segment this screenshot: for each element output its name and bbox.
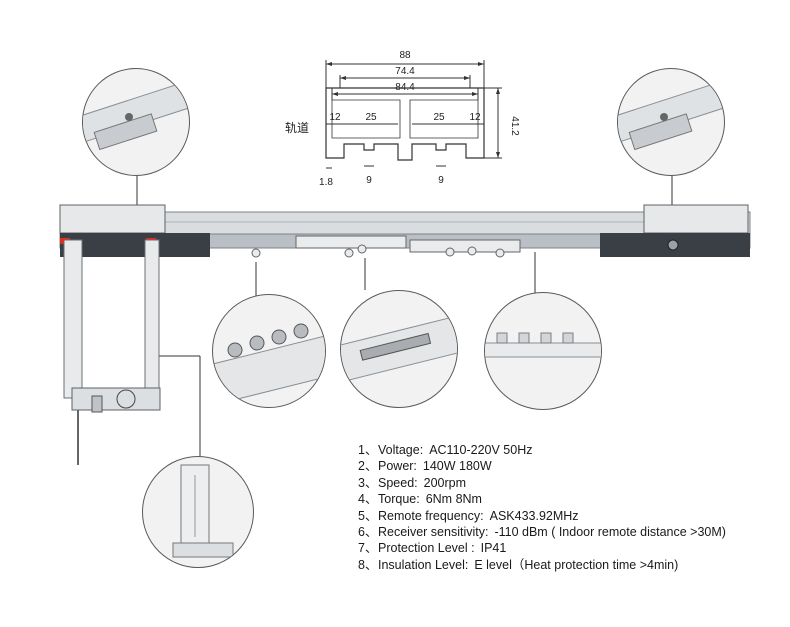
dim-right-slot: 9 [438, 175, 444, 186]
spec-number: 5、 [358, 508, 378, 523]
dim-left-margin: 12 [329, 112, 341, 123]
spec-number: 1、 [358, 443, 378, 457]
detail-runner-hooks [212, 294, 326, 408]
spec-value: 200rpm [423, 475, 467, 490]
spec-torque: 4、Torque: 6Nm 8Nm [358, 491, 726, 507]
spec-value: 140W 180W [422, 459, 492, 474]
spec-label: Protection Level : [378, 541, 475, 556]
detail-left-end-cap [82, 68, 190, 176]
spec-value: IP41 [480, 541, 507, 556]
spec-speed: 3、Speed: 200rpm [358, 475, 726, 491]
spec-insulation-level: 8、Insulation Level: E level（Heat protecti… [358, 557, 726, 573]
spec-number: 4、 [358, 492, 378, 507]
spec-power: 2、Power: 140W 180W [358, 458, 726, 474]
spec-number: 8、 [358, 557, 378, 572]
spec-value: -110 dBm ( Indoor remote distance >30M) [494, 525, 726, 540]
spec-value: AC110-220V 50Hz [429, 443, 533, 457]
spec-number: 6、 [358, 525, 378, 540]
spec-label: Remote frequency: [378, 508, 484, 523]
spec-label: Voltage: [378, 443, 424, 457]
dim-height: 41.2 [509, 116, 520, 136]
dim-right-margin: 12 [469, 112, 481, 123]
spec-list: 1、Voltage: AC110-220V 50Hz 2、Power: 140W 1… [358, 442, 726, 573]
dim-left-channel: 25 [365, 112, 377, 123]
dim-inner-top: 74.4 [395, 66, 415, 77]
spec-label: Power: [378, 459, 417, 474]
dim-left-slot: 9 [366, 175, 372, 186]
cross-section-label: 轨道 [285, 121, 309, 135]
spec-label: Insulation Level: [378, 557, 469, 572]
spec-value: E level（Heat protection time >4min) [474, 557, 679, 572]
rail-cross-section-drawing: 88 74.4 84.4 41.2 12 25 25 12 1.8 9 9 轨道 [285, 50, 520, 188]
dim-inner-mid: 84.4 [395, 82, 415, 93]
detail-toothed-belt [484, 292, 602, 410]
spec-label: Speed: [378, 475, 418, 490]
detail-right-end-cap [617, 68, 725, 176]
spec-protection-level: 7、Protection Level : IP41 [358, 540, 726, 556]
dim-right-channel: 25 [433, 112, 445, 123]
spec-number: 7、 [358, 541, 378, 556]
detail-belt-carrier [340, 290, 458, 408]
spec-number: 2、 [358, 459, 378, 474]
spec-remote-frequency: 5、Remote frequency: ASK433.92MHz [358, 508, 726, 524]
spec-value: ASK433.92MHz [489, 508, 579, 523]
spec-voltage: 1、Voltage: AC110-220V 50Hz [358, 442, 726, 458]
spec-label: Torque: [378, 492, 420, 507]
detail-motor-bracket [142, 456, 254, 568]
spec-label: Receiver sensitivity: [378, 525, 489, 540]
spec-receiver-sensitivity: 6、Receiver sensitivity: -110 dBm ( Indoor… [358, 524, 726, 540]
dim-wall-thickness: 1.8 [319, 177, 333, 188]
spec-number: 3、 [358, 475, 378, 490]
spec-value: 6Nm 8Nm [425, 492, 482, 507]
dim-total-width: 88 [399, 50, 411, 61]
